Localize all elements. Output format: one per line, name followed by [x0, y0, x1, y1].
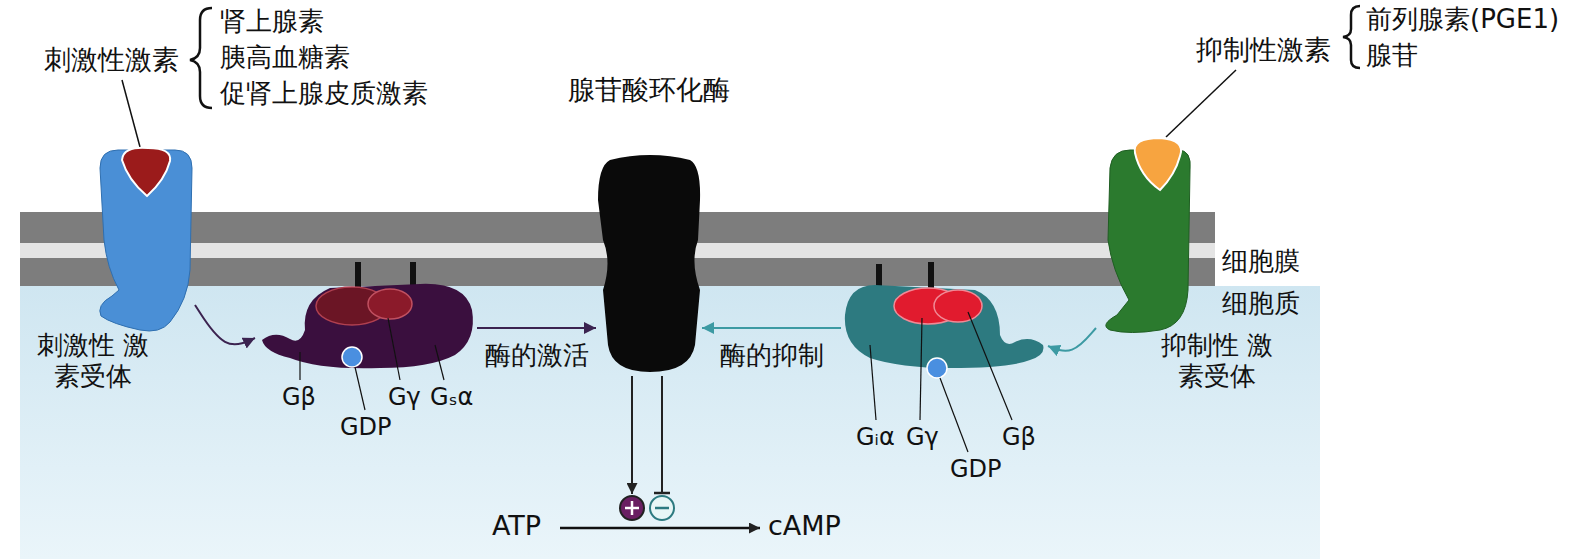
- gs-protein-part: [342, 347, 362, 367]
- plus-symbol: [631, 501, 634, 515]
- hormone-name: 肾上腺素: [220, 6, 324, 37]
- leader-line: [940, 378, 968, 452]
- inhibition-line: [661, 376, 663, 493]
- substrate-label: ATP: [492, 510, 541, 542]
- leader-line: [388, 318, 400, 380]
- gi-protein-shape: [841, 260, 1048, 372]
- receptor-label: 刺激性 激素受体: [36, 330, 150, 392]
- gs-protein-part: [355, 262, 361, 290]
- hormone-name: 胰高血糖素: [220, 42, 350, 73]
- enzyme-label: 腺苷酸环化酶: [568, 74, 730, 106]
- gi-protein-part: [934, 290, 982, 322]
- connector-arrow: [477, 327, 596, 329]
- adenylate-cyclase-shape: [596, 150, 702, 375]
- subunit-label: Gᵢα: [856, 423, 895, 452]
- hormone-name: 腺苷: [1366, 40, 1418, 71]
- inhibiting-receptor-shape: [1096, 135, 1195, 335]
- adenylate-cyclase: 腺苷酸环化酶: [596, 150, 702, 375]
- inhibiting-receptor-part: [1135, 138, 1181, 190]
- connector-arrow: [195, 305, 255, 344]
- connector-arrow: [1048, 328, 1096, 351]
- hormone-group-title: 刺激性激素: [44, 44, 179, 76]
- edge-label: 酶的抑制: [720, 340, 824, 371]
- stimulating-receptor-part: [122, 148, 170, 196]
- edge-label: 酶的激活: [485, 340, 589, 371]
- minus-symbol: [655, 507, 669, 510]
- gi-protein-part: [845, 285, 1044, 368]
- gs-protein-part: [410, 262, 416, 288]
- subunit-label: GDP: [340, 413, 392, 442]
- subunit-label: Gγ: [906, 423, 939, 452]
- reaction-arrow: [560, 527, 760, 530]
- gi-protein-part: [928, 262, 934, 290]
- leader-line: [122, 80, 140, 147]
- subunit-label: Gβ: [1002, 423, 1036, 452]
- hormone-name: 促肾上腺皮质激素: [220, 78, 428, 109]
- leader-line: [968, 312, 1012, 420]
- leader-line: [299, 352, 300, 380]
- region-label: 细胞质: [1222, 288, 1300, 319]
- hormone-group-title: 抑制性激素: [1196, 34, 1331, 66]
- region-label: 细胞膜: [1222, 246, 1300, 277]
- inhibition-bar: [654, 492, 670, 495]
- subunit-label: Gβ: [282, 383, 316, 412]
- connector-arrow: [702, 327, 841, 329]
- leader-line: [920, 318, 922, 420]
- gi-protein-part: [927, 358, 947, 378]
- inhibiting-receptor: 抑制性 激素受体: [1096, 135, 1195, 335]
- subunit-label: GDP: [950, 455, 1002, 484]
- brace: [190, 8, 212, 108]
- leader-line: [435, 345, 444, 380]
- stimulating-receptor: 刺激性 激素受体: [92, 145, 195, 335]
- leader-line: [355, 367, 365, 410]
- activation-arrow: [631, 376, 633, 494]
- subunit-label: Gₛα: [430, 383, 473, 412]
- gs-protein-part: [262, 284, 473, 368]
- brace: [1343, 6, 1360, 68]
- gi-protein: GᵢαGγGDPGβ: [841, 260, 1048, 372]
- product-label: cAMP: [768, 510, 841, 542]
- leader-line: [1166, 70, 1236, 137]
- stimulating-receptor-shape: [92, 145, 195, 335]
- gs-protein-shape: [255, 260, 477, 372]
- gs-protein-part: [368, 289, 412, 319]
- subunit-label: Gγ: [388, 383, 421, 412]
- minus-symbol: [650, 496, 674, 520]
- gs-protein: GβGDPGγGₛα: [255, 260, 477, 372]
- plus-symbol: [620, 496, 644, 520]
- adenylate-cyclase-part: [598, 155, 700, 372]
- leader-line: [870, 345, 876, 420]
- hormone-name: 前列腺素(PGE1): [1366, 4, 1559, 35]
- receptor-label: 抑制性 激素受体: [1160, 330, 1274, 392]
